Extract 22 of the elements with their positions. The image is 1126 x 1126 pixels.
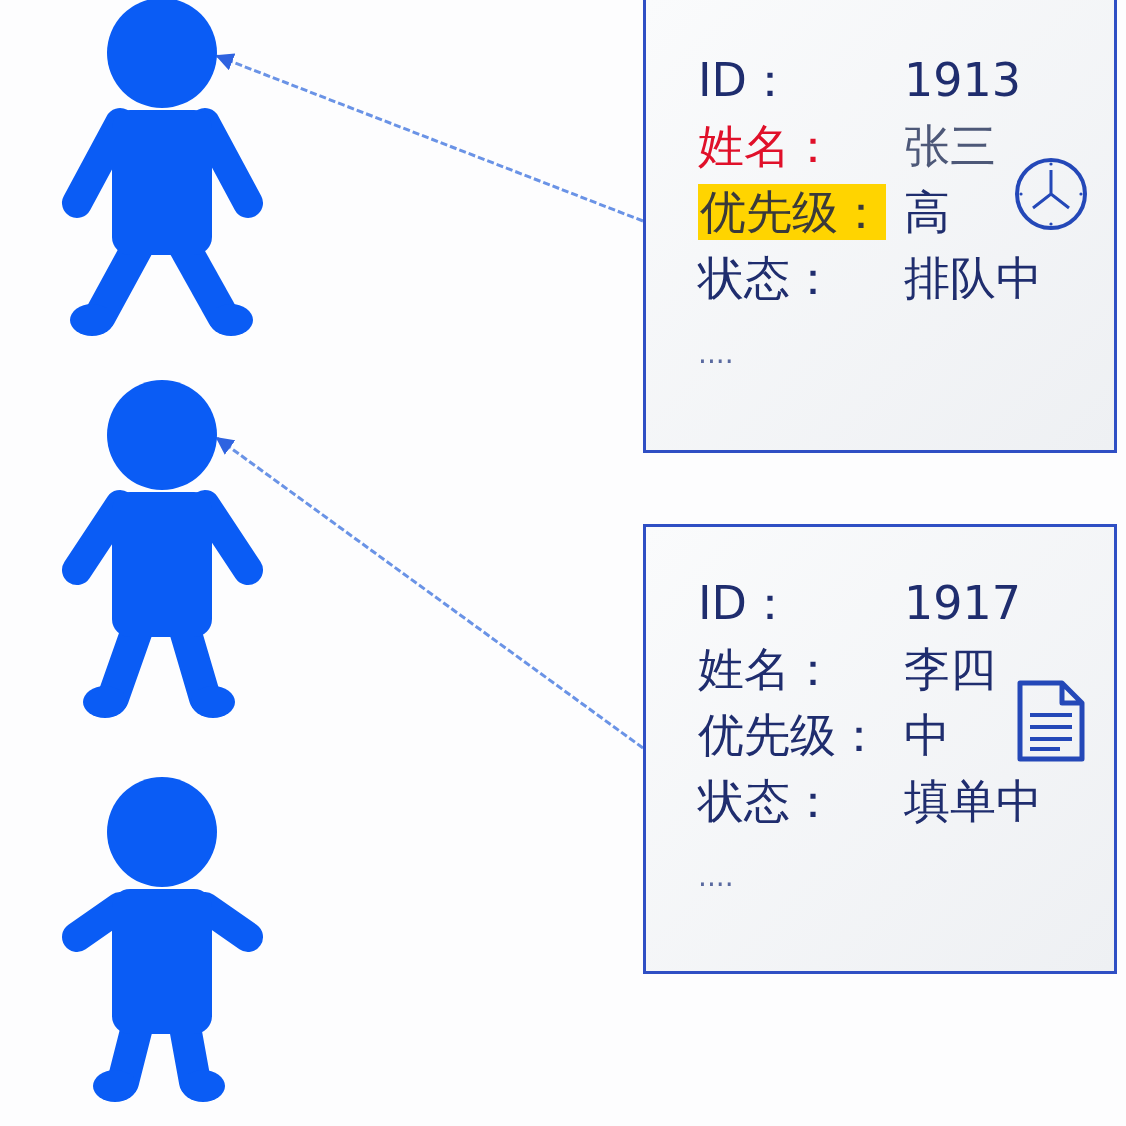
arrow [215,53,644,223]
field-value: 排队中 [904,250,1042,306]
ellipsis-text: .... [698,336,734,372]
field-value: 1913 [904,52,1022,108]
field-value: 1917 [904,575,1022,631]
info-card [643,0,1117,453]
field-label: ID： [698,575,793,631]
field-label: 状态： [698,773,836,829]
field-label: ID： [698,52,793,108]
field-label: 状态： [698,250,836,306]
field-value: 填单中 [904,773,1042,829]
field-value: 张三 [904,118,996,174]
field-label: 优先级： [698,707,882,763]
field-value: 李四 [904,641,996,697]
field-label: 姓名： [698,118,836,174]
field-label: 姓名： [698,641,836,697]
info-card [643,524,1117,974]
field-label: 优先级： [698,184,886,240]
field-value: 中 [904,707,950,763]
field-value: 高 [904,184,950,240]
arrow [215,436,644,750]
ellipsis-text: .... [698,859,734,895]
